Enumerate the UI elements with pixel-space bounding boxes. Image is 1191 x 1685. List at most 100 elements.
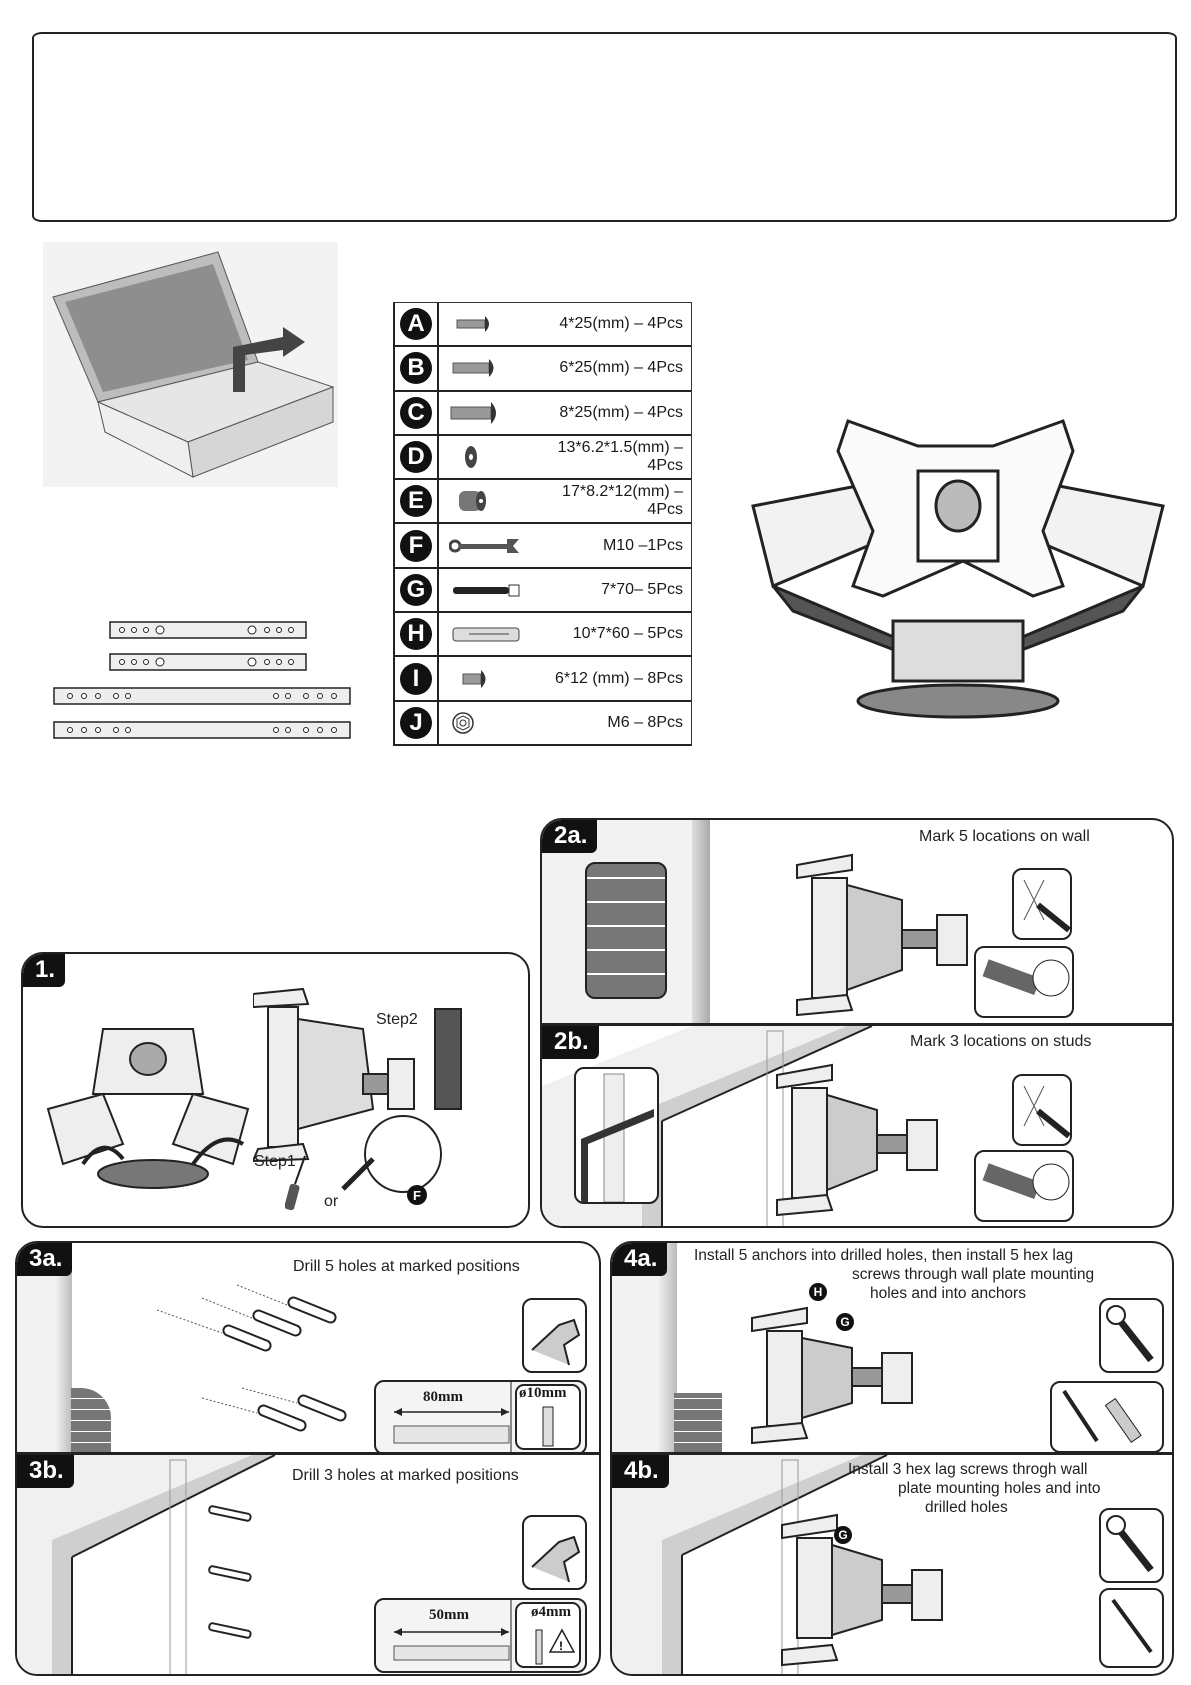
part-letter: F — [400, 529, 432, 562]
adapter-rails-illustration — [52, 618, 352, 740]
hex-nut-icon — [439, 711, 535, 735]
parts-row: F M10 –1Pcs — [395, 524, 691, 569]
part-letter: E — [400, 485, 432, 518]
part-ref-g: G — [834, 1526, 852, 1544]
short-bolt-icon — [439, 312, 535, 336]
part-letter-badge: G — [395, 568, 439, 612]
parts-row: B 6*25(mm) – 4Pcs — [395, 347, 691, 392]
step-tag: 3a. — [17, 1243, 73, 1276]
part-letter: J — [400, 706, 432, 739]
step2b-caption: Mark 3 locations on studs — [910, 1033, 1092, 1050]
part-spec: 7*70– 5Pcs — [601, 580, 683, 598]
part-ref-h: H — [809, 1283, 827, 1301]
spirit-level-icon — [974, 1150, 1074, 1222]
part-letter: H — [400, 618, 432, 651]
step-3-panel: 3a. Drill 5 holes at marked positions 80… — [15, 1241, 601, 1676]
wall-edge — [692, 820, 710, 1025]
wall-edge — [612, 1243, 677, 1453]
mount-base-illustration — [46, 1028, 250, 1189]
step4a-caption-line2: screws through wall plate mounting — [852, 1266, 1095, 1283]
part-spec: M10 –1Pcs — [602, 536, 683, 554]
part-letter: B — [400, 352, 432, 385]
washer-icon — [439, 445, 535, 469]
part-ref-g: G — [836, 1313, 854, 1331]
wall-plate-arm-illustration — [751, 1306, 913, 1445]
step4b-caption-line3: drilled holes — [925, 1499, 1008, 1516]
part-spec: 8*25(mm) – 4Pcs — [559, 403, 683, 421]
drill-depth-diagram: ! — [374, 1598, 587, 1673]
divider — [612, 1452, 1172, 1455]
drywall-corner-illustration — [17, 1455, 276, 1674]
title-box — [32, 32, 1177, 222]
step3b-caption: Drill 3 holes at marked positions — [292, 1467, 519, 1484]
step-tag: 2a. — [542, 820, 598, 853]
part-letter-badge: D — [395, 435, 439, 479]
ratchet-wrench-icon — [1099, 1298, 1164, 1373]
brick-cutaway — [674, 1393, 722, 1453]
svg-text:!: ! — [559, 1639, 563, 1653]
brick-wall-icon — [585, 862, 667, 999]
step-tag: 3b. — [17, 1455, 74, 1488]
part-ref-f: F — [407, 1185, 427, 1205]
step2-label: Step2 — [376, 1011, 418, 1028]
parts-row: I 6*12 (mm) – 8Pcs — [395, 657, 691, 702]
drill-bits-illustration — [156, 1284, 347, 1432]
drywall-corner-illustration — [612, 1455, 943, 1674]
part-spec: 13*6.2*1.5(mm) – 4Pcs — [557, 439, 683, 475]
brick-cutaway — [71, 1388, 111, 1453]
step-tag: 4a. — [612, 1243, 668, 1276]
part-letter-badge: I — [395, 657, 439, 700]
lag-screw-icon — [439, 578, 535, 602]
part-spec: 17*8.2*12(mm) – 4Pcs — [562, 483, 683, 519]
drill-diameter-label: ø10mm — [519, 1385, 567, 1401]
wall-plate-arm-illustration — [776, 1063, 938, 1217]
pencil-mark-icon — [1012, 868, 1072, 940]
bolt-icon — [439, 356, 535, 380]
part-letter-badge: B — [395, 347, 439, 390]
step-tag: 2b. — [542, 1026, 599, 1059]
divider — [17, 1452, 599, 1455]
part-letter: G — [400, 573, 432, 606]
drill-diameter-label: ø4mm — [531, 1604, 571, 1620]
lag-screw-icon — [1099, 1588, 1164, 1668]
part-letter: I — [400, 662, 432, 695]
divider — [542, 1023, 1172, 1026]
part-letter-badge: F — [395, 524, 439, 567]
spacer-icon — [439, 489, 535, 513]
step-1-panel: 1. Step2 Step1 or F — [21, 952, 530, 1228]
power-drill-icon — [522, 1515, 587, 1590]
parts-row: C 8*25(mm) – 4Pcs — [395, 391, 691, 436]
part-spec: 10*7*60 – 5Pcs — [572, 625, 683, 643]
wall-edge — [17, 1243, 72, 1453]
part-spec: 6*12 (mm) – 8Pcs — [554, 669, 683, 687]
part-letter: D — [400, 441, 432, 474]
step2a-caption: Mark 5 locations on wall — [919, 828, 1090, 845]
parts-row: A 4*25(mm) – 4Pcs — [395, 303, 691, 348]
parts-row: G 7*70– 5Pcs — [395, 568, 691, 614]
screwdriver-icon — [285, 1155, 306, 1211]
part-spec: M6 – 8Pcs — [607, 713, 683, 731]
step-tag: 4b. — [612, 1455, 669, 1488]
step4a-caption-line3: holes and into anchors — [870, 1285, 1026, 1302]
step4a-caption-line1: Install 5 anchors into drilled holes, th… — [694, 1247, 1074, 1264]
drill-depth-label: 50mm — [429, 1607, 469, 1623]
step-4-panel: 4a. Install 5 anchors into drilled holes… — [610, 1241, 1174, 1676]
stud-wall-icon — [574, 1067, 659, 1204]
part-letter-badge: E — [395, 480, 439, 523]
step-tag: 1. — [23, 954, 66, 987]
step4b-caption-line2: plate mounting holes and into — [898, 1480, 1101, 1497]
pencil-mark-icon — [1012, 1074, 1072, 1146]
wrench-icon — [439, 534, 535, 558]
step4b-caption-line1: Install 3 hex lag screws throgh wall — [848, 1461, 1088, 1478]
part-letter-badge: J — [395, 701, 439, 744]
wall-anchor-icon — [439, 622, 535, 646]
or-label: or — [324, 1193, 339, 1210]
part-letter: C — [400, 396, 432, 429]
ratchet-wrench-icon — [1099, 1508, 1164, 1583]
part-letter: A — [400, 308, 432, 341]
wall-plate-arm-illustration — [796, 853, 968, 1017]
parts-row: J M6 – 8Pcs — [395, 701, 691, 746]
spirit-level-icon — [974, 946, 1074, 1018]
screw-and-anchor-icon — [1050, 1381, 1164, 1453]
